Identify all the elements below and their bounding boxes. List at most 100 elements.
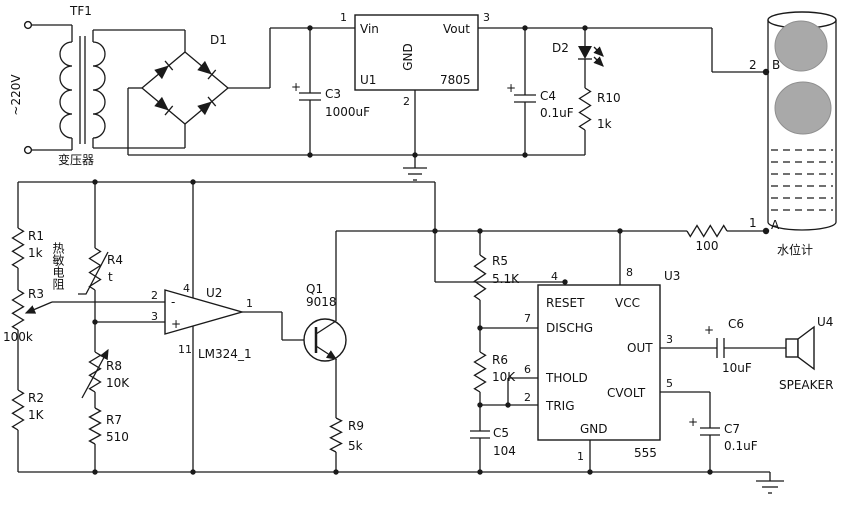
timer-u3-555: RESET VCC DISCHG OUT THOLD CVOLT TRIG GN…	[524, 266, 680, 463]
capacitor-c6: + C6 10uF	[704, 317, 752, 375]
label-u4: U4	[817, 315, 833, 329]
potentiometer-r3-group: R3 100k	[3, 287, 53, 344]
label-r6: R6	[492, 353, 508, 367]
led-triangle	[578, 46, 592, 59]
u3-out-label: OUT	[627, 341, 653, 355]
value-c7: 0.1uF	[724, 439, 758, 453]
resistor-r1-group: R1 1k	[11, 227, 44, 269]
c4-polarity: +	[506, 81, 516, 95]
label-tf1: TF1	[69, 4, 92, 18]
electrode-b-label: B	[772, 58, 780, 72]
junction-dots	[92, 25, 713, 475]
u2-pin4-number: 4	[183, 282, 190, 295]
c7-polarity: +	[688, 415, 698, 429]
thermistor-stroke	[78, 251, 109, 295]
value-r5: 5.1K	[492, 272, 520, 286]
label-r2: R2	[28, 391, 44, 405]
thermistor-r4-group: R4 t 热敏电阻	[51, 242, 123, 295]
resistor-r1	[11, 227, 25, 269]
r8-wiper-arrow	[81, 348, 109, 399]
potentiometer-r3	[11, 289, 25, 331]
resistor-r7	[88, 407, 102, 445]
ac-input: ~220V	[9, 20, 33, 155]
bridge-diamond	[140, 51, 230, 125]
u2-part-label: LM324_1	[198, 347, 252, 361]
label-u3: U3	[664, 269, 680, 283]
u1-body	[354, 14, 479, 91]
speaker-u4: U4 SPEAKER	[779, 315, 833, 392]
resistor-r6	[473, 351, 487, 393]
label-d2: D2	[552, 41, 569, 55]
value-r6: 10K	[492, 370, 516, 384]
tank-float	[774, 81, 832, 135]
label-c6: C6	[728, 317, 744, 331]
value-r7: 510	[106, 430, 129, 444]
thermistor-r4	[88, 247, 102, 291]
value-r10: 1k	[597, 117, 612, 131]
rheostat-r8	[88, 351, 102, 393]
u2-noninverting-mark: +	[171, 317, 181, 331]
opamp-u2: 2 3 - + 4 11 1 U2 LM324_1	[151, 282, 253, 361]
resistor-r9	[329, 417, 343, 453]
resistor-r2-group: R2 1K	[11, 389, 45, 431]
u3-pin5-number: 5	[666, 377, 673, 390]
label-thermistor-cn: 热敏电阻	[51, 242, 65, 291]
u2-pin3-number: 3	[151, 310, 158, 323]
label-r3: R3	[28, 287, 44, 301]
value-c4: 0.1uF	[540, 106, 574, 120]
led-emission-arrow	[593, 46, 604, 57]
capacitor-c5: C5 104	[470, 426, 516, 458]
bridge-rectifier-d1: D1	[140, 33, 230, 125]
resistor-r10	[578, 87, 592, 131]
u1-vout-label: Vout	[443, 22, 470, 36]
u3-reset-label: RESET	[546, 296, 585, 310]
q1-part-label: 9018	[306, 295, 337, 309]
label-u2: U2	[206, 286, 222, 300]
speaker-horn	[797, 325, 815, 371]
u3-cvolt-label: CVOLT	[607, 386, 646, 400]
u3-pin4-number: 4	[551, 270, 558, 283]
opamp-triangle	[164, 289, 245, 335]
electrode-a-terminal	[762, 227, 770, 235]
capacitor-c3: + C3 1000uF	[291, 28, 370, 155]
u3-pin7-number: 7	[524, 312, 531, 325]
value-c3: 1000uF	[325, 105, 370, 119]
label-r10: R10	[597, 91, 621, 105]
ac-voltage-label: ~220V	[9, 74, 23, 116]
u2-inverting-mark: -	[171, 295, 175, 309]
capacitor-c7: + C7 0.1uF	[688, 415, 758, 453]
u3-pin1-number: 1	[577, 450, 584, 463]
rheostat-r8-group: R8 10K	[81, 348, 130, 399]
electrode-a-label: A	[771, 218, 780, 232]
resistor-r2	[11, 389, 25, 431]
u3-pin8-number: 8	[626, 266, 633, 279]
resistor-r6-group: R6 10K	[473, 351, 516, 393]
electrode-a-pin: 1	[749, 216, 757, 230]
label-r5: R5	[492, 254, 508, 268]
value-r1: 1k	[28, 246, 43, 260]
transistor-q1: Q1 9018	[303, 282, 347, 362]
value-r2: 1K	[28, 408, 45, 422]
label-q1: Q1	[306, 282, 323, 296]
q1-emitter	[315, 345, 338, 360]
label-r8: R8	[106, 359, 122, 373]
resistor-r9-group: R9 5k	[329, 417, 364, 453]
resistor-100-group: 100	[686, 224, 728, 253]
u3-pin6-number: 6	[524, 363, 531, 376]
u3-body	[537, 284, 661, 441]
u2-pin11-number: 11	[178, 343, 192, 356]
u3-pin2-number: 2	[524, 391, 531, 404]
label-speaker: SPEAKER	[779, 378, 833, 392]
u1-pin1-number: 1	[340, 11, 347, 24]
q1-body	[303, 318, 347, 362]
capacitor-c4: + C4 0.1uF	[506, 28, 574, 155]
label-gauge-cn: 水位计	[777, 242, 813, 257]
u1-pin2-number: 2	[403, 95, 410, 108]
value-c6: 10uF	[722, 361, 752, 375]
u3-vcc-label: VCC	[615, 296, 640, 310]
u1-gnd-label: GND	[401, 43, 415, 71]
u3-thold-label: THOLD	[545, 371, 588, 385]
u3-trig-label: TRIG	[545, 399, 575, 413]
ground-symbol	[756, 472, 784, 494]
